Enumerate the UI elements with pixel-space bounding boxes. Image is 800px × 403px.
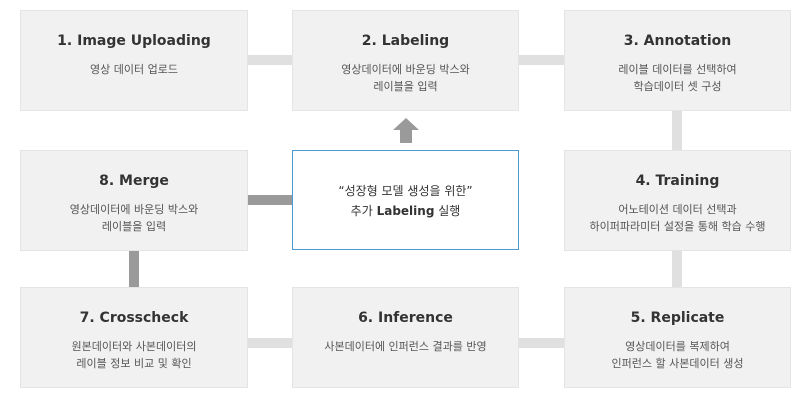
center-line-2-prefix: 추가 <box>350 204 377 218</box>
center-line-2: 추가 Labeling 실행 <box>293 201 518 221</box>
step-desc-line: 학습데이터 셋 구성 <box>633 80 722 93</box>
center-line-1: “성장형 모델 생성을 위한” <box>338 184 473 198</box>
step-desc: 영상데이터에 바운딩 박스와 레이블을 입력 <box>21 201 247 235</box>
step-6-box: 6. Inference 사본데이터에 인퍼런스 결과를 반영 <box>292 287 519 388</box>
connector-5-6 <box>518 338 565 348</box>
connector-2-3 <box>518 55 565 65</box>
step-title: 5. Replicate <box>630 310 725 326</box>
step-title: 4. Training <box>635 173 720 189</box>
step-desc: 원본데이터와 사본데이터의 레이블 정보 비교 및 확인 <box>21 338 247 372</box>
step-title: 6. Inference <box>358 310 453 326</box>
step-5-box: 5. Replicate 영상데이터를 복제하여 인퍼런스 할 사본데이터 생성 <box>564 287 791 388</box>
step-title: 8. Merge <box>99 173 169 189</box>
connector-3-4 <box>672 110 682 151</box>
step-desc-line: 영상 데이터 업로드 <box>90 63 178 76</box>
step-desc-line: 하이퍼파라미터 설정을 통해 학습 수행 <box>589 220 766 233</box>
step-desc: 영상데이터에 바운딩 박스와 레이블을 입력 <box>293 61 518 95</box>
step-8-box: 8. Merge 영상데이터에 바운딩 박스와 레이블을 입력 <box>20 150 248 251</box>
step-desc-line: 어노테이션 데이터 선택과 <box>618 203 737 216</box>
step-3-box: 3. Annotation 레이블 데이터를 선택하여 학습데이터 셋 구성 <box>564 10 791 111</box>
connector-4-5 <box>672 250 682 288</box>
connector-7-8 <box>129 250 139 288</box>
step-desc-line: 영상데이터에 바운딩 박스와 <box>69 203 199 216</box>
connector-1-2 <box>247 55 293 65</box>
connector-6-7 <box>247 338 293 348</box>
step-desc-line: 영상데이터에 바운딩 박스와 <box>341 63 470 76</box>
center-line-2-bold: Labeling <box>376 204 435 218</box>
up-arrow-icon <box>393 118 419 143</box>
connector-8-center <box>247 195 293 205</box>
step-4-box: 4. Training 어노테이션 데이터 선택과 하이퍼파라미터 설정을 통해… <box>564 150 791 251</box>
step-7-box: 7. Crosscheck 원본데이터와 사본데이터의 레이블 정보 비교 및 … <box>20 287 248 388</box>
center-growth-box: “성장형 모델 생성을 위한” 추가 Labeling 실행 <box>292 150 519 250</box>
step-desc-line: 레이블 정보 비교 및 확인 <box>76 357 192 370</box>
step-desc: 영상 데이터 업로드 <box>21 61 247 78</box>
step-desc-line: 레이블을 입력 <box>373 80 438 93</box>
step-desc: 영상데이터를 복제하여 인퍼런스 할 사본데이터 생성 <box>565 338 790 372</box>
step-1-box: 1. Image Uploading 영상 데이터 업로드 <box>20 10 248 111</box>
step-desc-line: 레이블을 입력 <box>101 220 167 233</box>
step-title: 3. Annotation <box>623 33 732 49</box>
step-title: 1. Image Uploading <box>57 33 211 49</box>
step-desc-line: 영상데이터를 복제하여 <box>625 340 730 353</box>
step-desc-line: 레이블 데이터를 선택하여 <box>618 63 737 76</box>
step-desc: 사본데이터에 인퍼런스 결과를 반영 <box>293 338 518 355</box>
step-desc-line: 원본데이터와 사본데이터의 <box>71 340 197 353</box>
step-desc: 레이블 데이터를 선택하여 학습데이터 셋 구성 <box>565 61 790 95</box>
step-2-box: 2. Labeling 영상데이터에 바운딩 박스와 레이블을 입력 <box>292 10 519 111</box>
step-desc-line: 인퍼런스 할 사본데이터 생성 <box>611 357 744 370</box>
center-line-2-suffix: 실행 <box>434 204 461 218</box>
step-title: 2. Labeling <box>361 33 450 49</box>
step-desc-line: 사본데이터에 인퍼런스 결과를 반영 <box>324 340 487 353</box>
step-title: 7. Crosscheck <box>79 310 189 326</box>
step-desc: 어노테이션 데이터 선택과 하이퍼파라미터 설정을 통해 학습 수행 <box>565 201 790 235</box>
